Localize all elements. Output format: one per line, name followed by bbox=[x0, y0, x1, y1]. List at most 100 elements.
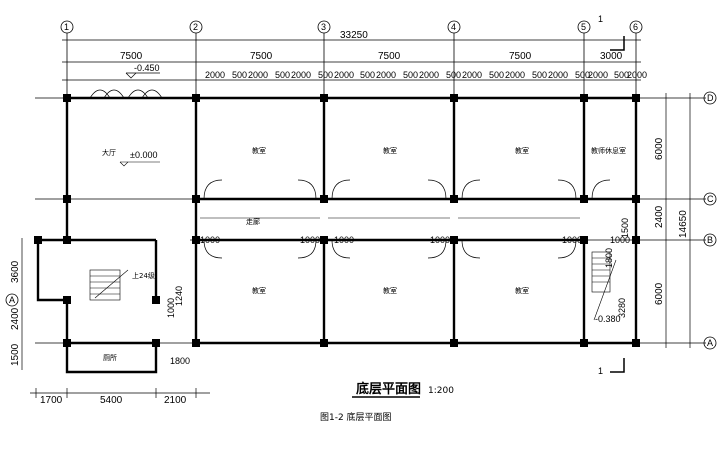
window-dim-16: 500 bbox=[532, 70, 547, 80]
door-dim-3: 1000 bbox=[334, 235, 354, 245]
axis-label-1: 1 bbox=[64, 22, 69, 32]
structural-columns bbox=[34, 94, 640, 347]
window-dim-15: 2000 bbox=[505, 70, 525, 80]
column-12 bbox=[632, 195, 640, 203]
right-dim-3: 6000 bbox=[654, 282, 665, 305]
door-dim-2: 1000 bbox=[300, 235, 320, 245]
window-dim-5: 2000 bbox=[291, 70, 311, 80]
top-dimension-lines bbox=[62, 39, 641, 81]
room-classroom-3: 教室 bbox=[515, 146, 529, 155]
misc-dim-2: 1240 bbox=[174, 286, 184, 306]
section-mark-top bbox=[610, 36, 625, 51]
misc-dim-3: 1800 bbox=[170, 356, 190, 366]
column-9 bbox=[320, 195, 328, 203]
window-dim-2: 500 bbox=[232, 70, 247, 80]
right-dimension-lines bbox=[665, 93, 691, 348]
column-25 bbox=[63, 296, 71, 304]
bay-label-5: 3000 bbox=[600, 51, 623, 62]
window-dim-8: 500 bbox=[360, 70, 375, 80]
elevation-hall-marker bbox=[119, 161, 160, 167]
total-width-label: 33250 bbox=[340, 30, 368, 41]
axis-label-2: 2 bbox=[193, 22, 198, 32]
axis-label-4: 4 bbox=[451, 22, 456, 32]
column-2 bbox=[192, 94, 200, 102]
window-dim-1: 2000 bbox=[205, 70, 225, 80]
column-13 bbox=[192, 236, 200, 244]
window-dim-17: 2000 bbox=[548, 70, 568, 80]
misc-dim-4: 1800 bbox=[604, 248, 614, 268]
column-14 bbox=[320, 236, 328, 244]
building-walls bbox=[36, 96, 638, 374]
room-classroom-1: 教室 bbox=[252, 146, 266, 155]
section-mark-bottom-label: 1 bbox=[598, 366, 603, 376]
left-dim-2: 2400 bbox=[10, 307, 21, 330]
section-mark-top-label: 1 bbox=[598, 14, 603, 24]
bay-label-3: 7500 bbox=[378, 51, 401, 62]
room-classroom-4: 教室 bbox=[252, 286, 266, 295]
room-hall: 大厅 bbox=[102, 148, 116, 157]
window-dim-6: 500 bbox=[318, 70, 333, 80]
drawing-scale: 1:200 bbox=[428, 386, 454, 396]
column-28 bbox=[152, 296, 160, 304]
left-dim-1: 3600 bbox=[10, 260, 21, 283]
column-19 bbox=[192, 339, 200, 347]
room-toilet: 厕所 bbox=[103, 353, 117, 362]
column-3 bbox=[320, 94, 328, 102]
right-axis-markers bbox=[5, 91, 717, 350]
column-6 bbox=[632, 94, 640, 102]
column-27 bbox=[152, 339, 160, 347]
left-dim-3: 1500 bbox=[10, 343, 21, 366]
section-mark-bottom bbox=[610, 358, 625, 373]
room-classroom-5: 教室 bbox=[383, 286, 397, 295]
column-8 bbox=[192, 195, 200, 203]
column-26 bbox=[63, 339, 71, 347]
elevation-stair: -0.380 bbox=[595, 314, 621, 324]
right-dim-1: 6000 bbox=[654, 137, 665, 160]
window-dim-13: 2000 bbox=[462, 70, 482, 80]
window-dim-20: 500 bbox=[614, 70, 629, 80]
bottom-dim-2: 5400 bbox=[100, 395, 123, 406]
door-dim-4: 1000 bbox=[430, 235, 450, 245]
classroom-doors bbox=[203, 179, 611, 259]
figure-caption: 图1-2 底层平面图 bbox=[320, 411, 392, 423]
window-dim-14: 500 bbox=[489, 70, 504, 80]
bay-label-4: 7500 bbox=[509, 51, 532, 62]
bottom-dim-3: 2100 bbox=[164, 395, 187, 406]
column-17 bbox=[632, 236, 640, 244]
column-10 bbox=[450, 195, 458, 203]
axis-label-left-A: A bbox=[9, 295, 15, 305]
column-16 bbox=[580, 236, 588, 244]
column-22 bbox=[580, 339, 588, 347]
misc-dim-1: 1000 bbox=[166, 298, 176, 318]
elevation-hall: ±0.000 bbox=[130, 150, 157, 160]
window-dim-10: 500 bbox=[403, 70, 418, 80]
right-total: 14650 bbox=[678, 210, 689, 238]
column-20 bbox=[320, 339, 328, 347]
axis-label-5: 5 bbox=[581, 22, 586, 32]
room-teacher: 教师休息室 bbox=[591, 146, 626, 155]
drawing-title: 底层平面图 bbox=[356, 381, 421, 397]
window-dim-18: 500 bbox=[575, 70, 590, 80]
axis-label-B: B bbox=[707, 235, 713, 245]
window-dim-7: 2000 bbox=[334, 70, 354, 80]
door-dim-6: 1000 bbox=[610, 235, 630, 245]
stair-up-label: 上24级 bbox=[132, 271, 155, 280]
window-dim-11: 2000 bbox=[419, 70, 439, 80]
column-7 bbox=[63, 195, 71, 203]
right-dim-2: 2400 bbox=[654, 205, 665, 228]
axis-label-D: D bbox=[707, 93, 714, 103]
column-23 bbox=[632, 339, 640, 347]
bay-label-1: 7500 bbox=[120, 51, 143, 62]
column-18 bbox=[63, 236, 71, 244]
window-dim-4: 500 bbox=[275, 70, 290, 80]
axis-label-C: C bbox=[707, 194, 714, 204]
axis-label-3: 3 bbox=[321, 22, 326, 32]
column-24 bbox=[34, 236, 42, 244]
elevation-outside: -0.450 bbox=[134, 63, 160, 73]
column-4 bbox=[450, 94, 458, 102]
misc-dim-6: 1500 bbox=[620, 218, 630, 238]
column-11 bbox=[580, 195, 588, 203]
room-classroom-2: 教室 bbox=[383, 146, 397, 155]
bay-label-2: 7500 bbox=[250, 51, 273, 62]
right-stair bbox=[591, 251, 617, 321]
